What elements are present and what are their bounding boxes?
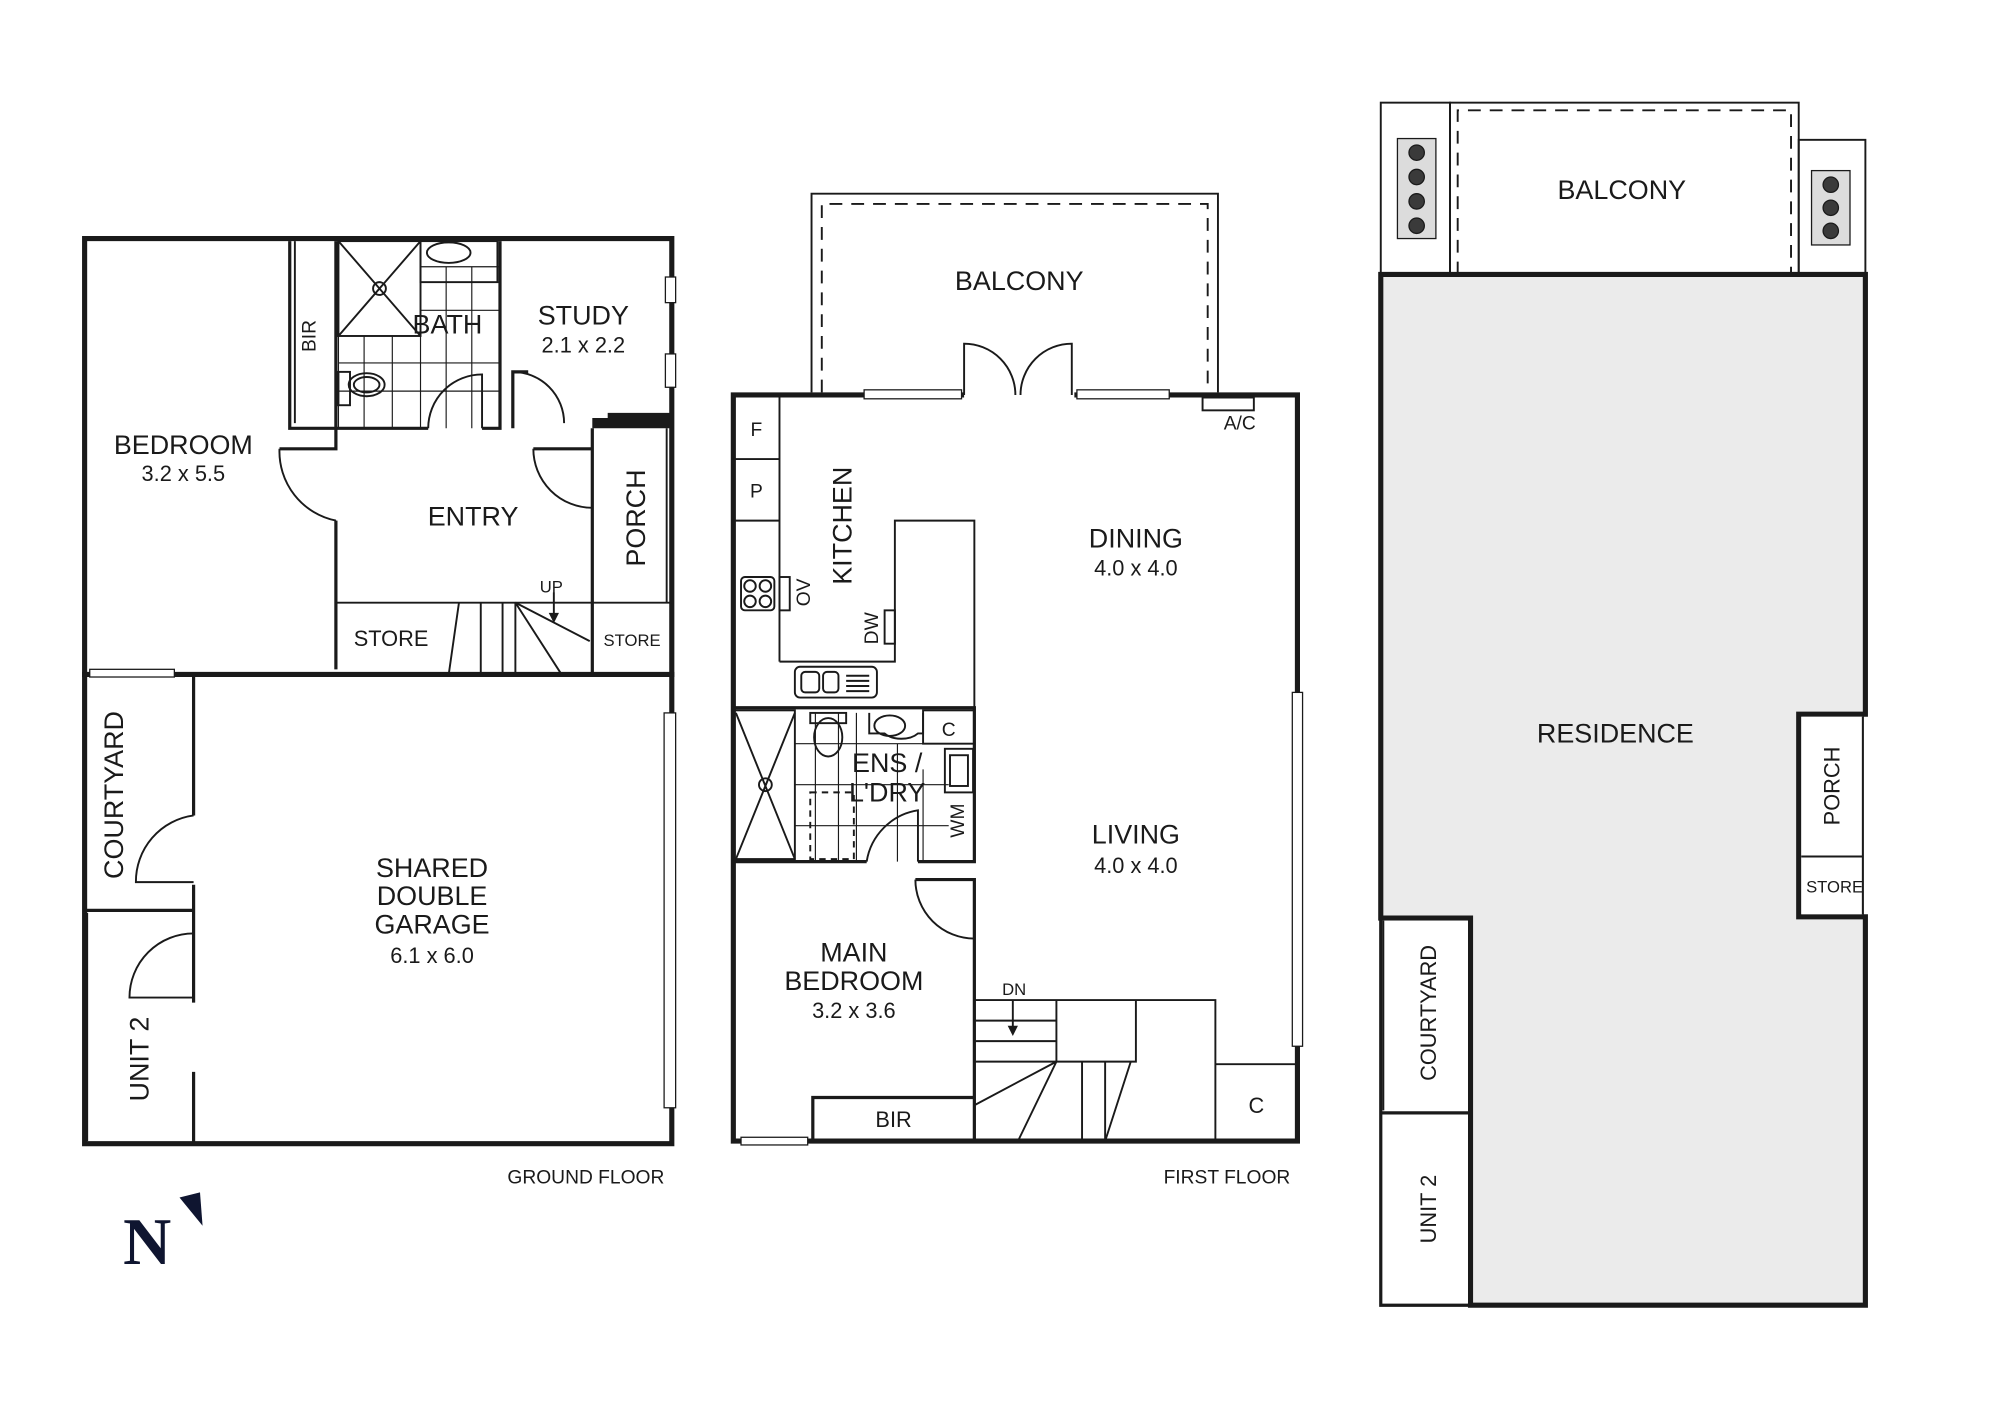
room-label-porch-ground: PORCH [621,469,651,566]
room-label-unit2-site: UNIT 2 [1416,1175,1441,1244]
fridge-label: F [751,420,763,441]
room-label-garage-3: GARAGE [374,909,489,939]
first-floor-caption: FIRST FLOOR [1164,1167,1291,1188]
room-dims-living: 4.0 x 4.0 [1094,853,1178,878]
north-arrow-icon [179,1192,203,1226]
room-label-balcony-first: BALCONY [955,266,1084,296]
room-dims-bedroom: 3.2 x 5.5 [142,461,226,486]
room-label-main-bedroom-2: BEDROOM [784,966,923,996]
cupboard-corner-label: C [1249,1093,1265,1118]
room-label-kitchen: KITCHEN [827,467,857,585]
room-label-residence: RESIDENCE [1537,718,1694,748]
cupboard-ensuite-label: C [942,720,956,741]
room-dims-main-bedroom: 3.2 x 3.6 [812,998,896,1023]
stair-down-label: DN [1002,980,1026,999]
room-label-porch-site: PORCH [1820,747,1845,826]
room-label-courtyard-ground: COURTYARD [99,711,129,879]
room-label-bedroom: BEDROOM [114,430,253,460]
room-label-bir-ground: BIR [299,320,320,352]
ac-label: A/C [1224,414,1256,435]
room-label-store-left: STORE [354,626,429,651]
ground-floor-plan: BEDROOM 3.2 x 5.5 BIR BATH STUDY 2.1 x 2… [82,235,677,1188]
north-compass: N [123,1192,203,1279]
first-floor-plan: BALCONY A/C F P KITCHEN OV DW DINING 4.0… [730,192,1304,1188]
dishwasher-label: DW [862,611,883,644]
room-label-dining: DINING [1089,524,1183,554]
ground-floor-caption: GROUND FLOOR [507,1167,664,1188]
room-dims-study: 2.1 x 2.2 [542,333,626,358]
stair-up-label: UP [540,577,563,596]
room-label-bath: BATH [413,309,483,339]
room-label-entry: ENTRY [428,502,519,532]
room-dims-garage: 6.1 x 6.0 [390,943,474,968]
room-label-ensuite-1: ENS / [852,748,923,778]
room-label-study: STUDY [538,300,629,330]
pantry-label: P [750,482,763,503]
room-label-ensuite-2: L'DRY [849,777,925,807]
room-label-unit2-ground: UNIT 2 [125,1017,155,1102]
room-label-bir-first: BIR [875,1107,911,1132]
room-label-main-bedroom-1: MAIN [820,938,887,968]
north-letter: N [123,1206,171,1279]
site-plan: BALCONY RESIDENCE PORCH STORE COURTYARD … [1378,101,1868,1308]
room-label-store-right: STORE [604,631,661,650]
room-label-garage-1: SHARED [376,853,488,883]
washing-machine-label: WM [948,804,969,838]
oven-label: OV [794,578,815,606]
room-label-courtyard-site: COURTYARD [1416,945,1441,1081]
room-label-living: LIVING [1092,820,1180,850]
room-dims-dining: 4.0 x 4.0 [1094,556,1178,581]
room-label-garage-2: DOUBLE [377,881,488,911]
room-label-store-site: STORE [1806,877,1863,896]
room-label-balcony-site: BALCONY [1557,175,1686,205]
